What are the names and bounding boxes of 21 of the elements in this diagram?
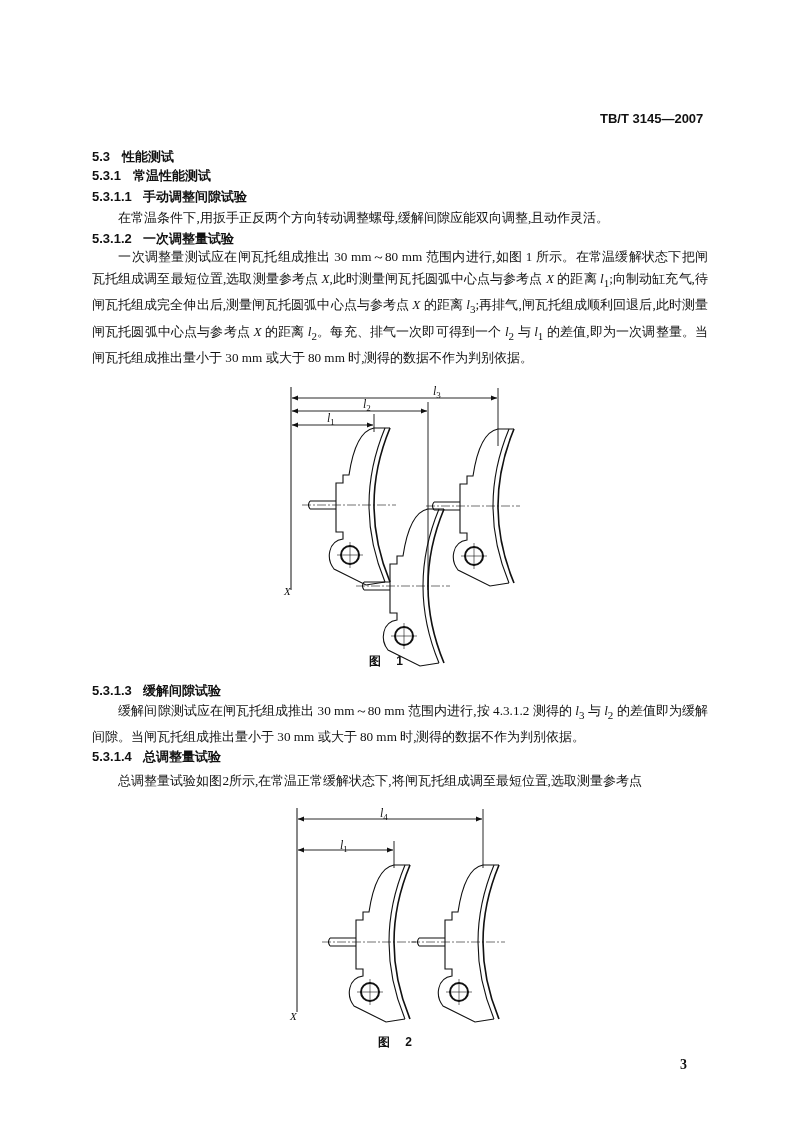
paragraph: 一次调整量测试应在闸瓦托组成推出 30 mm～80 mm 范围内进行,如图 1 所示。在常温缓解状态下把闸瓦托组成调至最短位置,选取测量参考点 X,此时测量闸瓦托圆弧中心点与参考点 X 的距离 l$_{1}$;向制动缸充气,待闸瓦托组成完全伸出后,测量闸瓦托圆弧中心点与参考点 X 的距离 l$_{3}$;再排气,闸瓦托组成顺利回退后,此时测量闸瓦托圆弧中心点与参考点 X 的距离 l$_{2}$。每充、排气一次即可得到一个 l$_{2}$ 与 l$_{1}$ 的差值,即为一次调整量。当闸瓦托组成推出量小于 30 mm 或大于 80 mm 时,测得的数据不作为判别依据。 — [92, 248, 708, 367]
dimension-label: l$_{3}$ — [433, 384, 441, 401]
section-heading: 5.3.1.3 缓解间隙试验 — [92, 682, 222, 700]
dimension-label: l$_{2}$ — [363, 397, 371, 414]
paragraph: 缓解间隙测试应在闸瓦托组成推出 30 mm～80 mm 范围内进行,按 4.3.1.2 测得的 l$_{3}$ 与 l$_{2}$ 的差值即为缓解间隙。当闸瓦托组成推出量小于 30 mm 或大于 80 mm 时,测得的数据不作为判别依据。 — [92, 702, 708, 747]
standard-number: TB/T 3145—2007 — [600, 111, 704, 126]
section-heading: 5.3 性能测试 — [92, 148, 174, 166]
figure-caption: 图 1 — [369, 653, 403, 670]
page-number: 3 — [680, 1057, 687, 1073]
section-heading: 5.3.1.1 手动调整间隙试验 — [92, 188, 248, 206]
dimension-label: l$_{1}$ — [327, 411, 335, 428]
section-heading: 5.3.1.4 总调整量试验 — [92, 748, 222, 766]
paragraph: 在常温条件下,用扳手正反两个方向转动调整螺母,缓解间隙应能双向调整,且动作灵活。 — [117, 209, 611, 227]
paragraph: 总调整量试验如图2所示,在常温正常缓解状态下,将闸瓦托组成调至最短位置,选取测量参考点 — [117, 772, 643, 790]
reference-point-label: X — [284, 585, 291, 597]
reference-point-label: X — [290, 1010, 297, 1022]
figure-caption: 图 2 — [378, 1034, 412, 1051]
section-heading: 5.3.1 常温性能测试 — [92, 167, 211, 185]
dimension-label: l$_{1}$ — [340, 838, 348, 855]
section-heading: 5.3.1.2 一次调整量试验 — [92, 230, 235, 248]
dimension-label: l$_{4}$ — [380, 806, 388, 823]
